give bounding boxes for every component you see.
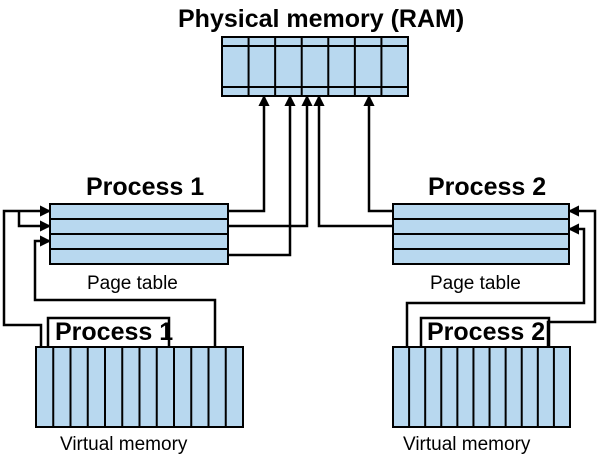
process-2-page-table [392, 203, 570, 265]
process-2-page-table-rows [393, 218, 569, 250]
process-1-virtual-label-frame [46, 316, 171, 347]
process-2-virtual-title: Process 2 [427, 318, 546, 346]
process-1-virtual-memory [35, 346, 244, 428]
process-1-lookups [2, 205, 217, 347]
process-2-virtual-pages [408, 347, 555, 427]
process-1-page-table-rows [50, 218, 228, 250]
mapping-arrow-p1-row3 [228, 94, 296, 257]
lookup-arrow-p2-a [546, 205, 597, 347]
lookup-arrow-p1-b [33, 235, 217, 347]
process-1-page-table-title: Process 1 [86, 173, 205, 201]
process-1-virtual-memory-label: Virtual memory [60, 434, 188, 455]
lookup-arrow-p1-c [17, 211, 52, 232]
page-table-mappings [228, 94, 393, 257]
physical-memory-title: Physical memory (RAM) [178, 5, 465, 33]
mapping-arrow-p1-row1 [228, 94, 270, 213]
process-1-page-table-label: Page table [87, 273, 178, 294]
lookup-arrow-p1-a [2, 205, 52, 347]
process-2-page-table-label: Page table [430, 273, 521, 294]
process-1-virtual-title: Process 1 [55, 318, 174, 346]
mapping-arrow-p1-row2 [228, 94, 313, 228]
mapping-arrow-p2-row1 [363, 94, 393, 213]
physical-memory-block [221, 36, 409, 97]
process-2-page-table-title: Process 2 [428, 173, 547, 201]
process-1-page-table [49, 203, 229, 265]
process-2-virtual-memory-body [392, 346, 571, 428]
mapping-arrow-p2-row2 [313, 94, 393, 228]
process-2-virtual-memory-label: Virtual memory [403, 434, 531, 455]
process-1-virtual-pages [52, 347, 227, 427]
physical-memory-grid [222, 37, 408, 96]
process-2-virtual-memory [392, 346, 571, 428]
lookup-arrow-p2-b [405, 223, 586, 347]
process-2-lookups [405, 205, 597, 347]
